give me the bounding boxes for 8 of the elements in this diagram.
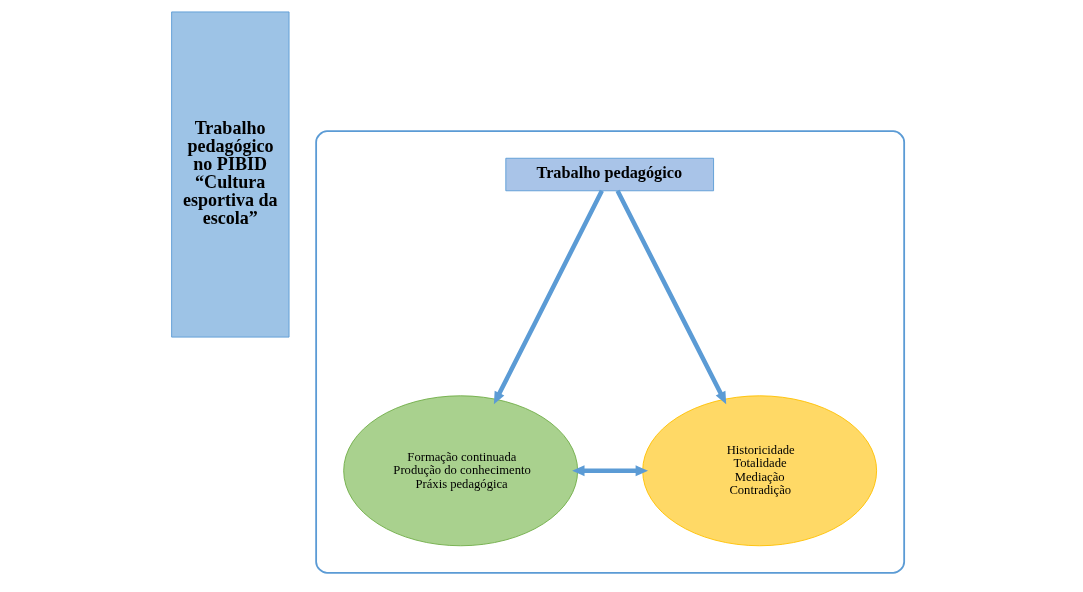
node-ellipse: Historicidade Totalidade Mediação Contradição bbox=[642, 395, 878, 547]
cluster bbox=[315, 130, 906, 574]
node-ellipse: Formação continuada Produção do conhecimento Práxis pedagógica bbox=[343, 395, 579, 547]
node-box: Trabalho pedagógico bbox=[505, 157, 715, 192]
arrow bbox=[493, 189, 604, 405]
arrow bbox=[615, 189, 727, 405]
node-box: Trabalho pedagógico no PIBID “Cultura esportiva da escola” bbox=[171, 11, 290, 338]
arrow bbox=[572, 465, 648, 477]
